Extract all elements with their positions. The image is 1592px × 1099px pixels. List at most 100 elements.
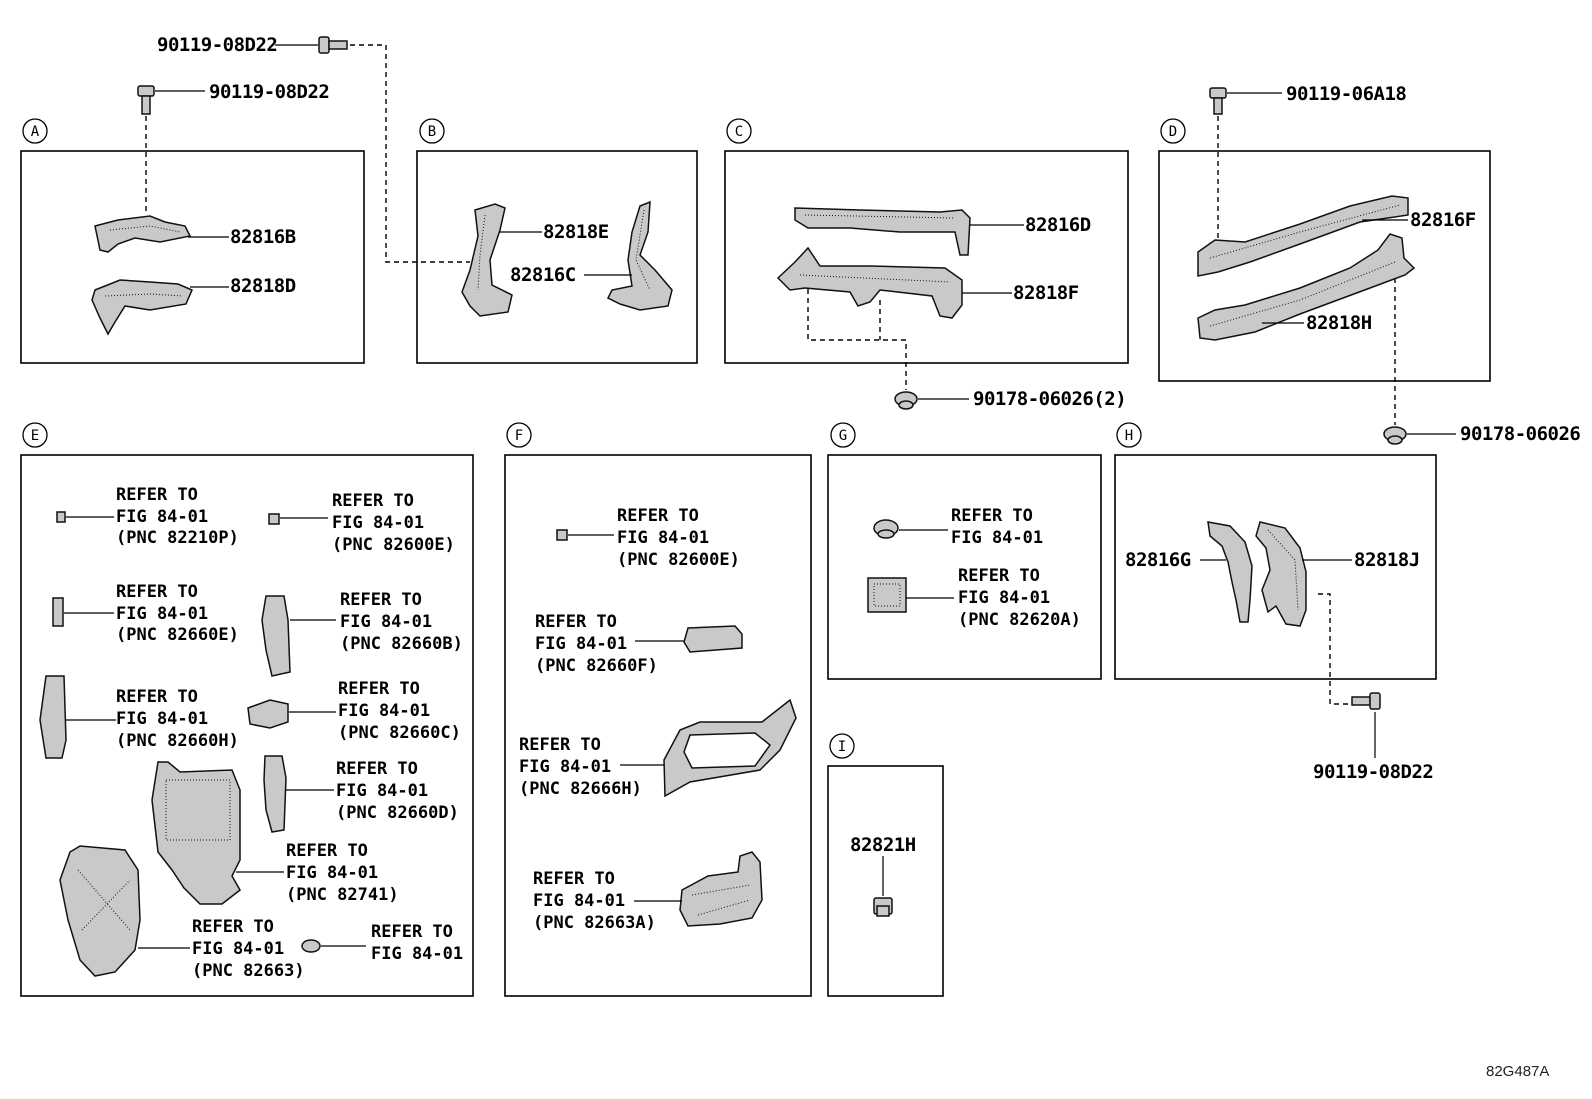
bracket-82816b-shape [94,215,192,253]
refer-text: REFER TO [116,582,198,602]
bracket-82818h-shape [1197,233,1416,341]
refer-pnc-82660h: (PNC 82660H) [116,731,239,751]
refer-fig: FIG 84-01 [617,528,709,548]
section-box-d [1158,150,1491,382]
section-letter-g: G [830,422,856,448]
section-box-h [1114,454,1437,680]
dashed-guide [1318,593,1350,705]
refer-pnc-82660b: (PNC 82660B) [340,634,463,654]
refer-pnc-82741: (PNC 82741) [286,885,399,905]
dashed-guide [807,280,907,390]
refer-pnc-82660c: (PNC 82660C) [338,723,461,743]
bracket-82818j-shape [1255,521,1307,627]
section-box-f [504,454,812,997]
bracket-82816f-shape [1197,195,1409,277]
refer-text: REFER TO [116,485,198,505]
refer-text: REFER TO [338,679,420,699]
junction-block-icon [151,761,241,905]
label-82816g: 82816G [1125,549,1191,571]
bracket-82816d-shape [794,207,971,256]
refer-text: REFER TO [371,922,453,942]
label-82816d: 82816D [1025,214,1091,236]
section-letter-i: I [829,733,855,759]
refer-fig: FIG 84-01 [338,701,430,721]
section-letter-d: D [1160,118,1186,144]
clip-icon [894,391,918,410]
label-82818f: 82818F [1013,282,1079,304]
section-letter-b: B [419,118,445,144]
diagram-code: 82G487A [1486,1063,1549,1080]
bracket-82816g-shape [1207,521,1253,623]
relay-icon [247,699,289,729]
svg-text:C: C [735,124,743,140]
refer-text: REFER TO [116,687,198,707]
refer-fig: FIG 84-01 [336,781,428,801]
section-letter-a: A [22,118,48,144]
svg-text:G: G [839,428,847,444]
svg-text:F: F [515,428,523,444]
label-82818h: 82818H [1306,312,1372,334]
label-82816f: 82816F [1410,209,1476,231]
label-bolt-b-top: 90119-08D22 [157,34,277,56]
refer-pnc-82210p: (PNC 82210P) [116,528,239,548]
label-82818e: 82818E [543,221,609,243]
relay-block-icon [261,595,291,677]
bolt-icon [137,85,155,115]
bolt-icon [318,36,348,54]
refer-fig: FIG 84-01 [332,513,424,533]
label-82816c: 82816C [510,264,576,286]
refer-fig: FIG 84-01 [371,944,463,964]
refer-fig: FIG 84-01 [535,634,627,654]
refer-text: REFER TO [336,759,418,779]
refer-pnc-82660d: (PNC 82660D) [336,803,459,823]
label-clip-d: 90178-06026 [1460,423,1580,445]
frame-bracket-icon [663,698,797,798]
section-letter-e: E [22,422,48,448]
bolt-icon [1209,87,1227,115]
bracket-icon [59,845,141,977]
refer-fig: FIG 84-01 [116,604,208,624]
section-box-i [827,765,944,997]
refer-text: REFER TO [533,869,615,889]
connector-icon [268,513,280,525]
refer-text: REFER TO [332,491,414,511]
label-82818d: 82818D [230,275,296,297]
nut-icon [873,519,899,539]
refer-text: REFER TO [192,917,274,937]
refer-pnc-82666h: (PNC 82666H) [519,779,642,799]
svg-text:I: I [838,739,846,755]
section-box-b [416,150,698,364]
refer-text: REFER TO [286,841,368,861]
label-82821h: 82821H [850,834,916,856]
bracket-82818e-shape [461,203,513,317]
label-82816b: 82816B [230,226,296,248]
refer-pnc-82663a: (PNC 82663A) [533,913,656,933]
section-box-g [827,454,1102,680]
refer-text: REFER TO [617,506,699,526]
svg-text:H: H [1125,428,1133,444]
grommet-icon [873,897,893,917]
refer-fig: FIG 84-01 [192,939,284,959]
svg-text:A: A [31,124,40,140]
refer-text: REFER TO [340,590,422,610]
refer-fig: FIG 84-01 [116,709,208,729]
refer-pnc-82660f: (PNC 82660F) [535,656,658,676]
bracket-82818f-shape [776,246,963,319]
bracket-82816c-shape [606,200,673,311]
refer-fig: FIG 84-01 [340,612,432,632]
refer-pnc-82620a: (PNC 82620A) [958,610,1081,630]
section-box-e [20,454,474,997]
refer-text: REFER TO [519,735,601,755]
clip-icon [1383,426,1407,445]
label-bolt-d-top: 90119-06A18 [1286,83,1406,105]
refer-pnc-82663: (PNC 82663) [192,961,305,981]
svg-text:D: D [1169,124,1177,140]
refer-fig: FIG 84-01 [519,757,611,777]
refer-pnc-82660e: (PNC 82660E) [116,625,239,645]
module-icon [867,577,907,613]
refer-text: REFER TO [951,506,1033,526]
refer-pnc-82600e-f: (PNC 82600E) [617,550,740,570]
relay-block-icon [263,755,287,833]
refer-fig: FIG 84-01 [951,528,1043,548]
